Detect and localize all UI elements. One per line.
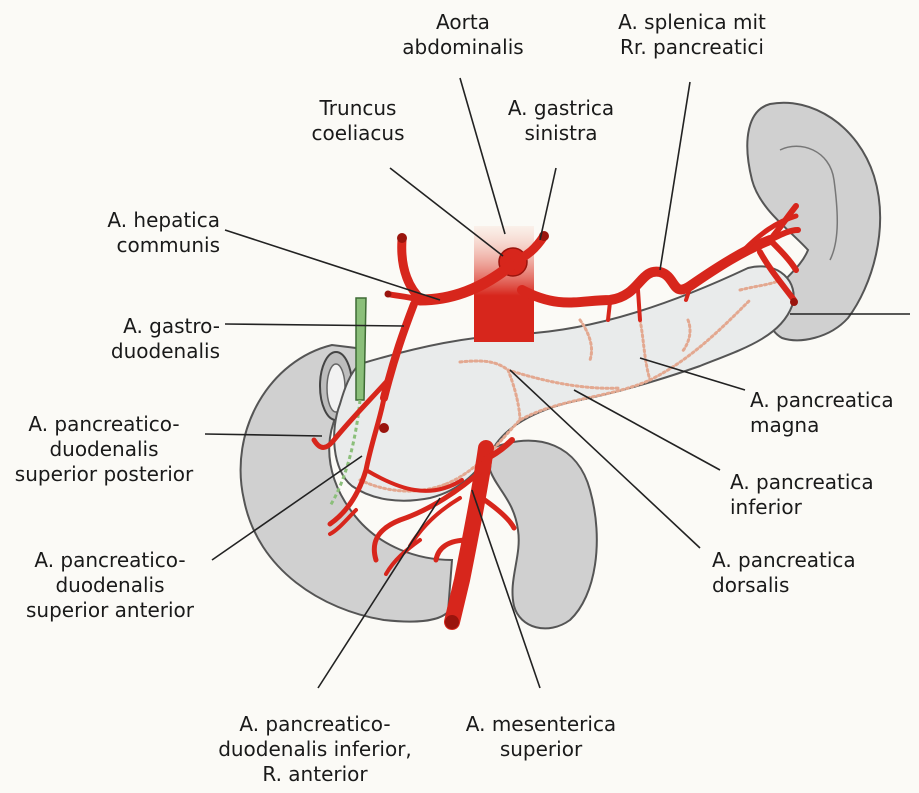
label-line: duodenalis [10, 573, 210, 598]
label-a-mesenterica-superior: A. mesenterica superior [456, 712, 626, 762]
label-line: A. pancreatico- [10, 548, 210, 573]
label-line: magna [750, 413, 915, 438]
label-a-pd-inferior-anterior: A. pancreatico- duodenalis inferior, R. … [210, 712, 420, 787]
label-line: inferior [730, 495, 895, 520]
label-a-hepatica-communis: A. hepatica communis [60, 208, 220, 258]
label-line: Aorta [388, 10, 538, 35]
label-line: superior [456, 737, 626, 762]
leader-splenica [660, 82, 690, 270]
label-line: Truncus [298, 96, 418, 121]
label-line: sinistra [496, 121, 626, 146]
label-line: superior anterior [10, 598, 210, 623]
label-line: A. pancreatica [730, 470, 895, 495]
label-aorta-abdominalis: Aorta abdominalis [388, 10, 538, 60]
label-line: A. pancreatica [712, 548, 877, 573]
label-a-gastrica-sinistra: A. gastrica sinistra [496, 96, 626, 146]
label-line: A. gastrica [496, 96, 626, 121]
label-a-pancreatica-inferior: A. pancreatica inferior [730, 470, 895, 520]
label-line: A. pancreatico- [4, 412, 204, 437]
label-line: duodenalis [60, 339, 220, 364]
label-line: communis [60, 233, 220, 258]
label-line: A. splenica mit [612, 10, 772, 35]
label-line: coeliacus [298, 121, 418, 146]
label-line: A. mesenterica [456, 712, 626, 737]
label-line: A. pancreatica [750, 388, 915, 413]
label-line: dorsalis [712, 573, 877, 598]
leader-gastroduodenalis [225, 324, 404, 326]
label-truncus-coeliacus: Truncus coeliacus [298, 96, 418, 146]
duodenum-continuation [490, 441, 597, 629]
leader-truncus [390, 168, 503, 256]
label-line: A. gastro- [60, 314, 220, 339]
label-a-splenica: A. splenica mit Rr. pancreatici [612, 10, 772, 60]
label-line: R. anterior [210, 762, 420, 787]
label-line: Rr. pancreatici [612, 35, 772, 60]
leader-gastrica [540, 168, 556, 240]
label-line: A. pancreatico- [210, 712, 420, 737]
label-a-pancreatica-dorsalis: A. pancreatica dorsalis [712, 548, 877, 598]
leader-inferior [574, 390, 720, 470]
label-line: duodenalis inferior, [210, 737, 420, 762]
label-line: duodenalis [4, 437, 204, 462]
label-line: superior posterior [4, 462, 204, 487]
label-a-gastroduodenalis: A. gastro- duodenalis [60, 314, 220, 364]
label-a-pd-superior-posterior: A. pancreatico- duodenalis superior post… [4, 412, 204, 487]
label-a-pancreatica-magna: A. pancreatica magna [750, 388, 915, 438]
label-a-pd-superior-anterior: A. pancreatico- duodenalis superior ante… [10, 548, 210, 623]
label-line: A. hepatica [60, 208, 220, 233]
bile-duct [356, 298, 366, 400]
label-line: abdominalis [388, 35, 538, 60]
